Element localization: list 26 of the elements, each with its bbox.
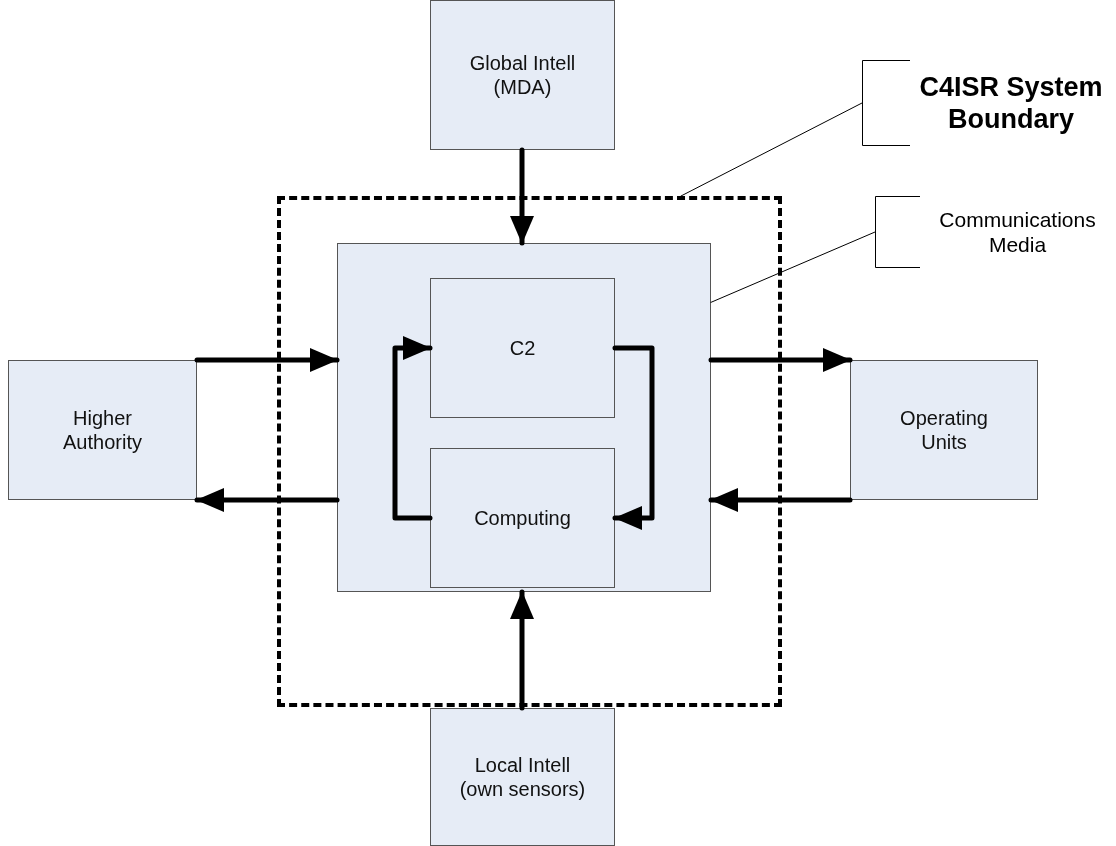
callout-label: Communications Media	[938, 206, 1097, 258]
box-label: C2	[509, 336, 536, 360]
leader-line	[680, 102, 863, 197]
system-boundary	[277, 196, 782, 707]
arrow	[708, 488, 853, 512]
arrow	[612, 345, 655, 530]
arrow	[392, 336, 433, 521]
arrow	[708, 348, 853, 372]
process-box	[430, 278, 615, 418]
callout-label: C4ISR System Boundary	[918, 70, 1104, 136]
box-label: Operating Units	[899, 406, 989, 454]
leader-line	[710, 231, 876, 303]
arrow	[194, 488, 340, 512]
box-label: Local Intell (own sensors)	[458, 753, 587, 801]
process-box	[430, 708, 615, 846]
process-box	[430, 448, 615, 588]
container-box	[337, 243, 711, 592]
box-label: Computing	[474, 506, 571, 530]
box-label: Global Intell (MDA)	[468, 51, 577, 99]
process-box	[430, 0, 615, 150]
arrow	[510, 589, 534, 711]
process-box	[8, 360, 197, 500]
box-label: Higher Authority	[62, 406, 143, 454]
process-box	[850, 360, 1038, 500]
arrow	[194, 348, 340, 372]
arrow	[510, 147, 534, 246]
